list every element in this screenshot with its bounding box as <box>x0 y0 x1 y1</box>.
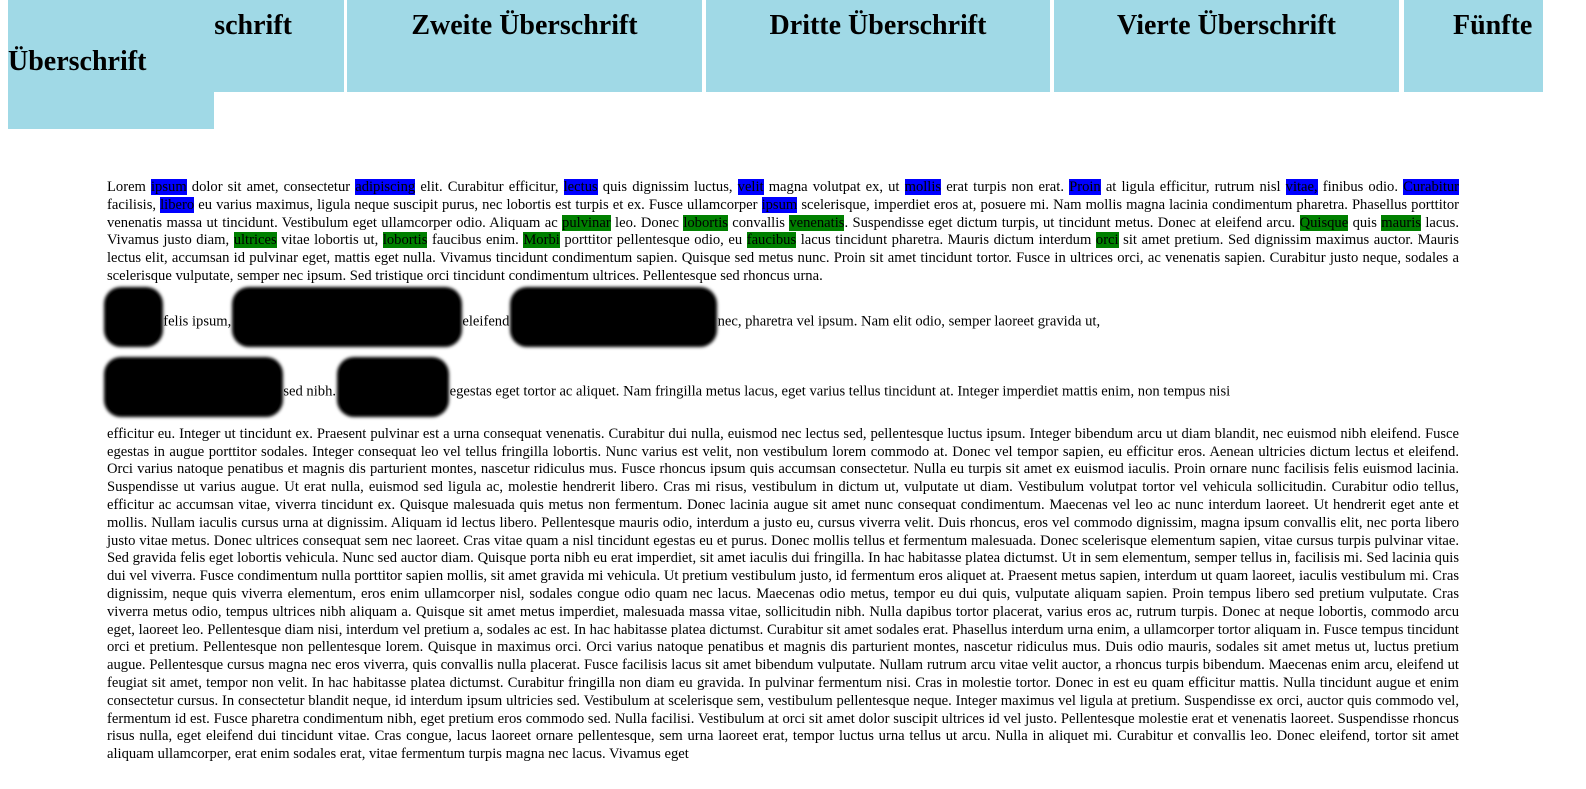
text: . Suspendisse eget dictum turpis, ut tin… <box>844 214 1300 231</box>
text: sed nibh. <box>283 383 337 400</box>
text: magna volutpat ex, ut <box>763 179 905 195</box>
highlight-green: faucibus <box>746 232 797 249</box>
tab-label: schrift <box>214 10 292 41</box>
highlight-blue: ipsum <box>761 196 798 213</box>
text: lacus. Vivamus justo diam, <box>107 214 1459 249</box>
scribbled-line-2: lobortis sed nibh. Cras egestas eget tor… <box>107 356 1459 426</box>
text: facilisis, <box>107 196 161 213</box>
highlight-blue: adipiscing <box>355 179 416 195</box>
text: faucibus enim. <box>427 232 524 249</box>
highlight-green: orci <box>1095 232 1119 249</box>
highlight-blue: mollis <box>904 179 942 195</box>
tab-label: Fünfte <box>1453 10 1533 41</box>
paragraph-1: Lorem ipsum dolor sit amet, consectetur … <box>107 179 1460 286</box>
tab-dritte-ueberschrift[interactable]: Dritte Überschrift <box>706 0 1050 92</box>
text: vitae lobortis ut, <box>276 232 383 249</box>
highlight-green: ultrices <box>233 232 277 249</box>
text: nec, pharetra vel ipsum. Nam elit odio, … <box>717 313 1101 330</box>
scribbled-word: convallis <box>513 289 714 344</box>
text: elit. Curabitur efficitur, <box>415 179 564 195</box>
scribbled-word: bibendum <box>234 289 459 344</box>
text: leo. Donec <box>610 214 684 231</box>
text: quis <box>1348 214 1382 231</box>
tab-label: Dritte Überschrift <box>769 10 987 41</box>
scribbled-word: Cras <box>339 359 446 414</box>
paragraph-2: efficitur eu. Integer ut tincidunt ex. P… <box>107 425 1459 763</box>
text: eleifend <box>462 313 510 330</box>
tab-vierte-ueberschrift[interactable]: Vierte Überschrift <box>1054 0 1399 92</box>
tab-erste-ueberschrift[interactable]: schrift <box>8 0 344 92</box>
highlight-blue: Proin <box>1069 179 1101 195</box>
text: convallis <box>727 214 790 231</box>
highlight-blue: lectus <box>563 179 598 195</box>
tab-fuenfte-ueberschrift[interactable]: Fünfte <box>1404 0 1543 92</box>
tab-label-wrapped: Überschrift <box>8 46 147 77</box>
tab-label: Zweite Überschrift <box>411 10 638 41</box>
scribbled-line-1: Ut felis ipsum, bibendum eleifend conval… <box>107 286 1459 356</box>
highlight-green: lobortis <box>683 214 728 231</box>
scribbled-word: Ut <box>107 289 160 344</box>
text: sit amet pretium. Sed dignissim maximus … <box>107 232 1459 284</box>
tab-zweite-ueberschrift[interactable]: Zweite Überschrift <box>347 0 702 92</box>
highlight-green: lobortis <box>382 232 428 249</box>
text: lacus tincidunt pharetra. Mauris dictum … <box>796 232 1096 249</box>
highlight-green: Morbi <box>523 232 560 249</box>
text: felis ipsum, <box>163 313 232 330</box>
highlight-blue: vitae, <box>1285 179 1318 195</box>
text: quis dignissim luctus, <box>597 179 738 195</box>
tab-label: Vierte Überschrift <box>1117 10 1336 41</box>
highlight-green: Quisque <box>1299 214 1349 231</box>
highlight-blue: Curabitur <box>1403 179 1460 195</box>
text: scelerisque, imperdiet eros at, posuere … <box>107 196 1459 231</box>
tab-background <box>8 0 344 92</box>
text: erat turpis non erat. <box>941 179 1070 195</box>
main-content: Lorem ipsum dolor sit amet, consectetur … <box>107 179 1460 764</box>
text: Lorem <box>107 179 151 195</box>
highlight-green: venenatis <box>789 214 845 231</box>
text: porttitor pellentesque odio, eu <box>559 232 747 249</box>
text: finibus odio. <box>1317 179 1404 195</box>
scribbled-word: lobortis <box>107 359 280 414</box>
highlight-blue: velit <box>737 179 764 195</box>
highlight-green: mauris <box>1381 214 1421 231</box>
text: eu varius maximus, ligula neque suscipit… <box>194 196 762 213</box>
text: dolor sit amet, consectetur <box>186 179 356 195</box>
text: egestas eget tortor ac aliquet. Nam frin… <box>449 383 1231 400</box>
highlight-blue: ipsum <box>151 179 187 195</box>
text: at ligula efficitur, rutrum nisl <box>1100 179 1286 195</box>
highlight-blue: libero <box>160 196 195 213</box>
highlight-green: pulvinar <box>562 214 611 231</box>
